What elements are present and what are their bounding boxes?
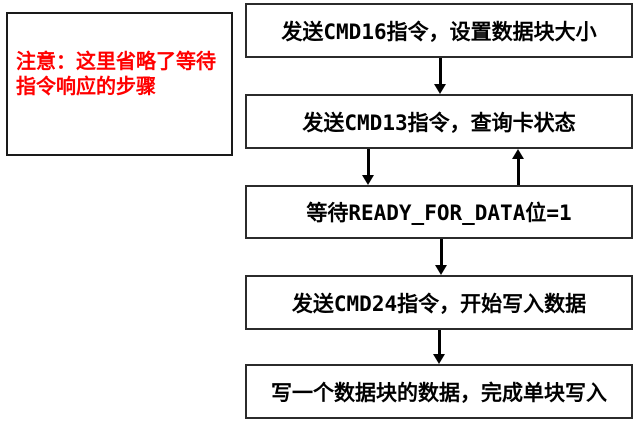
flow-step-send-cmd24: 发送CMD24指令，开始写入数据 [245,275,633,330]
label-code: CMD16 [323,19,387,44]
flow-step-send-cmd16: 发送CMD16指令，设置数据块大小 [245,3,633,58]
arrow-stem [517,157,520,185]
arrow-head-down-icon [362,175,374,185]
label-suffix: 指令，开始写入数据 [397,292,587,316]
label-suffix: 指令，查询卡状态 [407,111,576,135]
arrow-stem [439,58,442,86]
label-prefix: 写一个数据块的数据，完成单块写入 [271,381,607,405]
arrow-box1-to-box2 [434,58,446,94]
label-prefix: 发送 [281,20,324,44]
arrow-stem [438,330,441,356]
arrow-box4-to-box5 [433,330,445,364]
arrow-stem [367,149,370,177]
label-prefix: 等待 [306,202,349,225]
label-code: READY_FOR_DATA [348,201,526,225]
flow-step-label: 写一个数据块的数据，完成单块写入 [271,377,607,407]
label-prefix: 发送 [302,111,345,135]
flow-step-label: 等待READY_FOR_DATA位=1 [306,197,571,227]
flow-step-label: 发送CMD13指令，查询卡状态 [302,107,575,137]
label-prefix: 发送 [291,292,334,316]
label-suffix: 位=1 [525,201,572,225]
note-text-line1: 注意：这里省略了等待 [16,51,216,73]
flow-step-send-cmd13: 发送CMD13指令，查询卡状态 [245,94,633,149]
arrow-stem [440,239,443,267]
arrow-head-down-icon [434,84,446,94]
arrow-box2-to-box3 [362,149,374,185]
label-code: CMD24 [333,291,398,316]
arrow-head-down-icon [433,354,445,364]
arrow-head-up-icon [512,149,524,159]
note-box: 注意：这里省略了等待 指令响应的步骤 [6,12,233,156]
arrow-box3-to-box4 [435,239,447,275]
label-suffix: 指令，设置数据块大小 [386,20,597,44]
arrow-box3-to-box2-loopback [512,149,524,185]
flow-step-wait-ready-for-data: 等待READY_FOR_DATA位=1 [245,185,633,239]
flow-step-label: 发送CMD16指令，设置数据块大小 [281,16,596,46]
arrow-head-down-icon [435,265,447,275]
flow-step-write-block: 写一个数据块的数据，完成单块写入 [245,364,633,419]
flow-step-label: 发送CMD24指令，开始写入数据 [292,288,586,318]
label-code: CMD13 [344,110,408,135]
note-text-line2: 指令响应的步骤 [16,76,156,98]
